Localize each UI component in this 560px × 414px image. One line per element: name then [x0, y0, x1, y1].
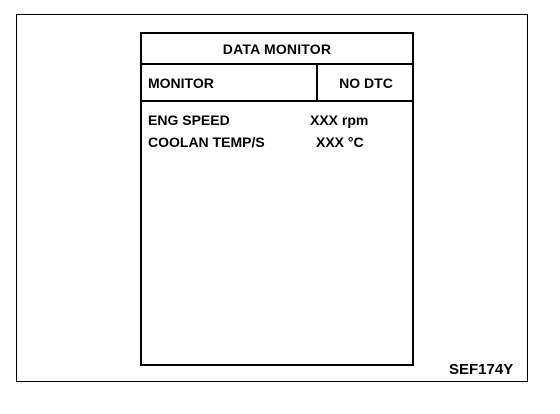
data-monitor-screen: DATA MONITOR MONITOR NO DTC ENG SPEED XX… [140, 32, 414, 366]
screen-title: DATA MONITOR [142, 34, 412, 65]
monitor-label: MONITOR [142, 65, 318, 100]
monitor-item-name: COOLAN TEMP/S [148, 134, 265, 150]
figure-frame [16, 14, 528, 382]
monitor-item-value: XXX rpm [310, 112, 369, 128]
figure-code: SEF174Y [449, 361, 514, 378]
monitor-item-list: ENG SPEED XXX rpm COOLAN TEMP/S XXX °C [148, 112, 406, 156]
monitor-item-name: ENG SPEED [148, 112, 230, 128]
monitor-item-value: XXX °C [316, 134, 364, 150]
monitor-item-coolant-temp: COOLAN TEMP/S XXX °C [148, 134, 406, 156]
monitor-item-eng-speed: ENG SPEED XXX rpm [148, 112, 406, 134]
monitor-header-row: MONITOR NO DTC [142, 65, 412, 102]
dtc-status: NO DTC [339, 74, 393, 91]
